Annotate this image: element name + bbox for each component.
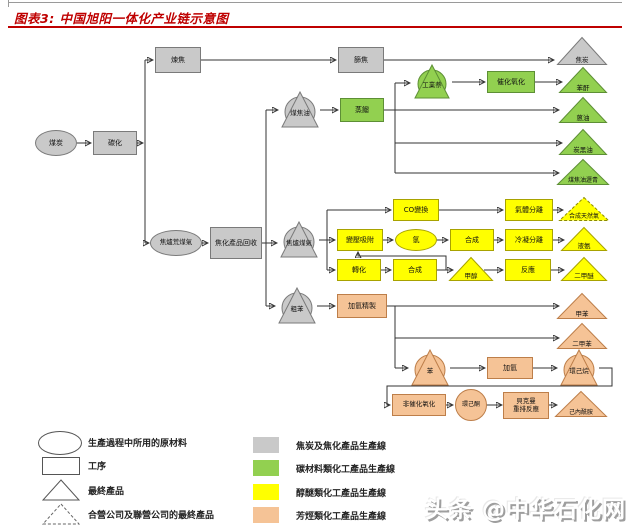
node-carbon-black-oil-label: 炭黑油 [573,146,593,154]
triangle-shape [558,96,608,123]
node-xylene-label: 二甲苯 [572,340,592,348]
node-coke-label: 焦炭 [575,56,589,64]
node-cyclohexane: 環己烷 [559,348,599,388]
node-conversion: 轉化 [337,259,381,281]
node-phthalic-anhydride: 苯酐 [558,66,608,94]
node-coking-product-recovery: 焦化產品回收 [210,227,262,259]
node-hydrogen: 氫 [395,229,437,251]
node-benzene-label: 苯 [426,367,434,375]
triangle-shape [556,158,610,185]
node-dme-label: 二甲醚 [574,272,594,280]
combo-shape [414,63,450,99]
watermark-text: 头条 @中华石化网 [424,497,626,523]
node-cyclohexanone: 環己酮 [455,389,487,421]
legend-swatch-aromatics-label: 芳烴類化工產品生產線 [296,512,387,522]
figure-title: 图表3: 中国旭阳一体化产业链示意图 [14,11,229,26]
node-industrial-naphthalene-label: 工業萘 [422,80,442,89]
node-industrial-naphthalene: 工業萘 [412,63,452,101]
combo-shape [278,286,316,324]
triangle-shape [560,256,608,281]
node-toluene: 甲苯 [556,292,608,320]
legend-swatch-alcohol-ether-label: 醇醚類化工產品生產線 [296,489,387,499]
node-anthracene-oil: 蒽油 [558,96,608,124]
node-psa: 變壓吸附 [337,229,383,251]
node-coke-screening: 篩焦 [338,47,384,73]
legend-triangle-label: 最終產品 [88,487,125,497]
node-phthalic-anhydride-label: 苯酐 [576,84,590,92]
node-synthetic-natural-gas: 合成天然氣 [558,196,610,222]
node-caprolactam-label: 己內酰胺 [568,409,593,416]
node-cyclohexane-label: 環己烷 [569,367,589,375]
legend-triangle-shape [41,479,81,501]
node-gas-separation: 氣體分離 [505,199,553,221]
node-toluene-label: 甲苯 [575,310,589,318]
node-noncatalytic-oxidation: 非催化氧化 [392,394,446,416]
node-coke-triangle: 焦炭 [556,36,608,66]
triangle-shape [554,390,608,417]
legend-rect-shape [42,457,80,475]
node-condensation-separation: 冷凝分離 [505,229,553,251]
legend-swatch-carbon-material-label: 碳材料類化工產品生產線 [296,465,396,475]
node-co-shift: CO變換 [393,199,439,221]
top-border-tick [8,0,9,7]
node-coal-tar: 煤焦油 [280,90,320,130]
legend-swatch-coke-label: 焦炭及焦化產品生產線 [296,442,387,452]
combo-shape [560,348,598,386]
node-carbon-black-oil: 炭黑油 [558,128,608,156]
dashed-triangle-shape [558,196,610,221]
node-coal-tar-label: 煤焦油 [290,109,310,117]
combo-shape [280,220,318,258]
combo-shape [281,90,319,128]
legend-ellipse-label: 生產過程中所用的原材料 [88,439,188,449]
triangle-shape [558,66,608,93]
triangle-shape [556,36,608,65]
node-benzene: 苯 [410,348,450,388]
node-xylene: 二甲苯 [556,322,608,350]
triangle-shape [448,256,494,281]
node-crude-benzene-label: 粗苯 [290,305,304,313]
legend-swatch-aromatics [253,507,279,523]
title-underline [8,26,622,28]
legend-rect-label: 工序 [88,462,107,472]
legend-swatch-carbon-material [253,460,279,476]
legend-ellipse-shape [38,431,82,455]
node-beckmann-rearrangement: 貝克曼 重排反應 [503,392,549,419]
node-coking: 煉焦 [155,47,201,73]
node-hydrogenation: 加氫 [487,357,533,379]
node-caprolactam: 己內酰胺 [554,390,608,418]
node-dme: 二甲醚 [560,256,608,282]
node-coal-tar-pitch-label: 煤焦油瀝青 [567,177,598,184]
node-methanol: 甲醇 [448,256,494,282]
node-liquid-ammonia-label: 液氨 [577,242,591,250]
legend-dashed-triangle-label: 合營公司及聯營公司的最終產品 [88,511,215,521]
triangle-shape [560,226,608,251]
node-methanol-label: 甲醇 [464,272,478,280]
node-synthesis-methanol: 合成 [393,259,437,281]
node-coal-tar-pitch: 煤焦油瀝青 [556,158,610,186]
node-sng-label: 合成天然氣 [568,213,599,220]
legend-dashed-triangle-shape [41,503,81,525]
node-anthracene-oil-label: 蒽油 [576,114,590,122]
node-distillation: 蒸餾 [340,98,384,122]
legend-swatch-alcohol-ether [253,484,279,500]
node-synthesis-ammonia: 合成 [450,229,494,251]
legend-swatch-coke [253,437,279,453]
top-border-line [8,2,622,3]
combo-shape [411,348,449,386]
node-crude-cog: 焦爐荒煤氣 [150,230,202,256]
triangle-shape [556,322,608,349]
node-hydrofining: 加氫精製 [337,294,387,318]
node-cog-label: 焦爐煤氣 [286,239,312,247]
triangle-shape [558,128,608,155]
node-coal: 煤炭 [35,130,77,156]
node-crude-benzene: 粗苯 [277,286,317,326]
triangle-shape [556,292,608,319]
node-carbonization: 碳化 [93,131,137,155]
node-reaction: 反應 [505,259,551,281]
node-cog: 焦爐煤氣 [279,220,319,260]
node-liquid-ammonia: 液氨 [560,226,608,252]
node-catalytic-oxidation: 催化氧化 [487,71,535,93]
